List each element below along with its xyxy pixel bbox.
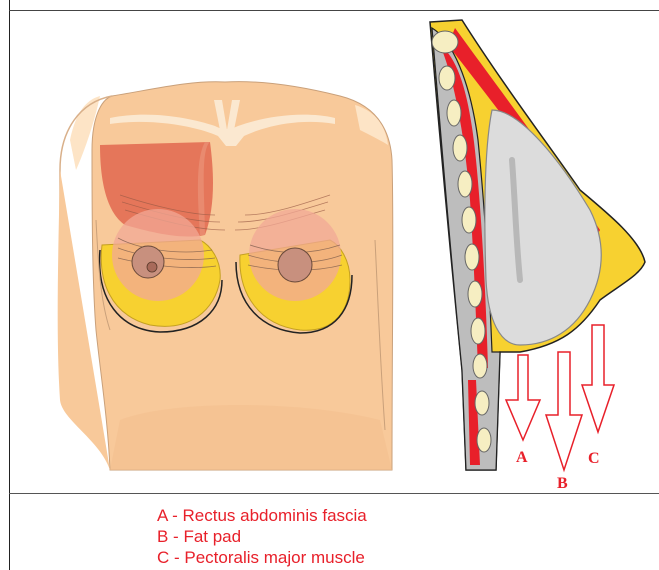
- legend-item-c: C - Pectoralis major muscle: [157, 547, 367, 568]
- legend-item-a: A - Rectus abdominis fascia: [157, 505, 367, 526]
- arrow-a: [506, 355, 540, 440]
- arrow-label-c: C: [588, 450, 600, 467]
- legend: A - Rectus abdominis fascia B - Fat pad …: [157, 505, 367, 568]
- implant: [485, 110, 601, 345]
- arrow-label-b: B: [557, 475, 568, 492]
- legend-divider: [9, 493, 659, 494]
- legend-item-b: B - Fat pad: [157, 526, 367, 547]
- arrow-c: [582, 325, 614, 432]
- arrow-b: [546, 352, 582, 470]
- arrow-label-a: A: [516, 449, 528, 466]
